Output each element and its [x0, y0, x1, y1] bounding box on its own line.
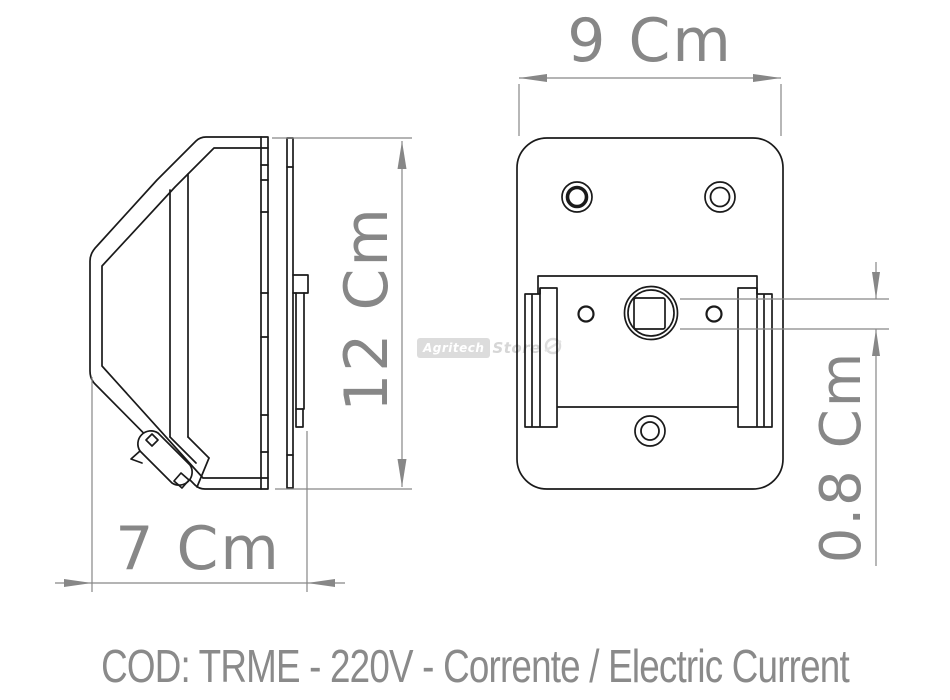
arrow-up-icon — [397, 141, 407, 169]
dimension-label-height: 12 Cm — [332, 206, 402, 412]
product-caption: COD: TRME - 220V - Corrente / Electric C… — [101, 640, 850, 692]
front-screw-hole-bottom — [634, 415, 666, 447]
side-mounting-plate — [286, 137, 294, 489]
depth-dimension-lines — [55, 377, 345, 592]
side-inner-wall — [101, 147, 269, 479]
arrow-up-icon — [872, 329, 880, 356]
width-dimension-lines — [518, 74, 782, 136]
dimension-label-detail: 0.8 Cm — [809, 350, 874, 564]
brand-watermark: Agritech Store — [417, 337, 563, 359]
arrow-right-icon — [753, 74, 781, 82]
front-rail-left — [524, 287, 558, 428]
front-screw-hole-right — [704, 181, 736, 213]
side-flange-rungs — [260, 164, 269, 453]
front-square-socket — [623, 285, 679, 341]
arrow-down-icon — [397, 459, 407, 487]
side-bracket-hook — [292, 274, 309, 428]
dimension-linework — [55, 74, 889, 592]
side-view-drawing — [89, 136, 309, 490]
gland-corner — [145, 433, 159, 447]
arrow-right-icon — [64, 579, 92, 587]
side-cable-gland — [130, 430, 193, 489]
front-rail-right — [737, 287, 773, 428]
watermark-agritech-label: Agritech — [417, 338, 491, 358]
watermark-swoosh-icon — [543, 337, 563, 359]
front-pin-hole-right — [705, 305, 723, 323]
gland-tab — [130, 450, 143, 464]
side-seam-lines — [169, 173, 210, 488]
front-screw-hole-left — [561, 181, 593, 213]
dimension-label-depth: 7 Cm — [115, 514, 281, 584]
arrow-down-icon — [872, 272, 880, 299]
arrow-left-icon — [519, 74, 547, 82]
front-pin-hole-left — [577, 305, 595, 323]
front-view-drawing — [516, 137, 784, 490]
front-recess — [537, 275, 758, 408]
dimension-label-width: 9 Cm — [567, 6, 733, 76]
gland-key — [173, 472, 190, 489]
detail-dimension-lines — [680, 262, 889, 566]
front-outer-body — [516, 137, 784, 490]
arrow-left-icon — [307, 579, 335, 587]
side-outer-profile — [89, 136, 269, 490]
height-dimension-lines — [272, 137, 412, 490]
